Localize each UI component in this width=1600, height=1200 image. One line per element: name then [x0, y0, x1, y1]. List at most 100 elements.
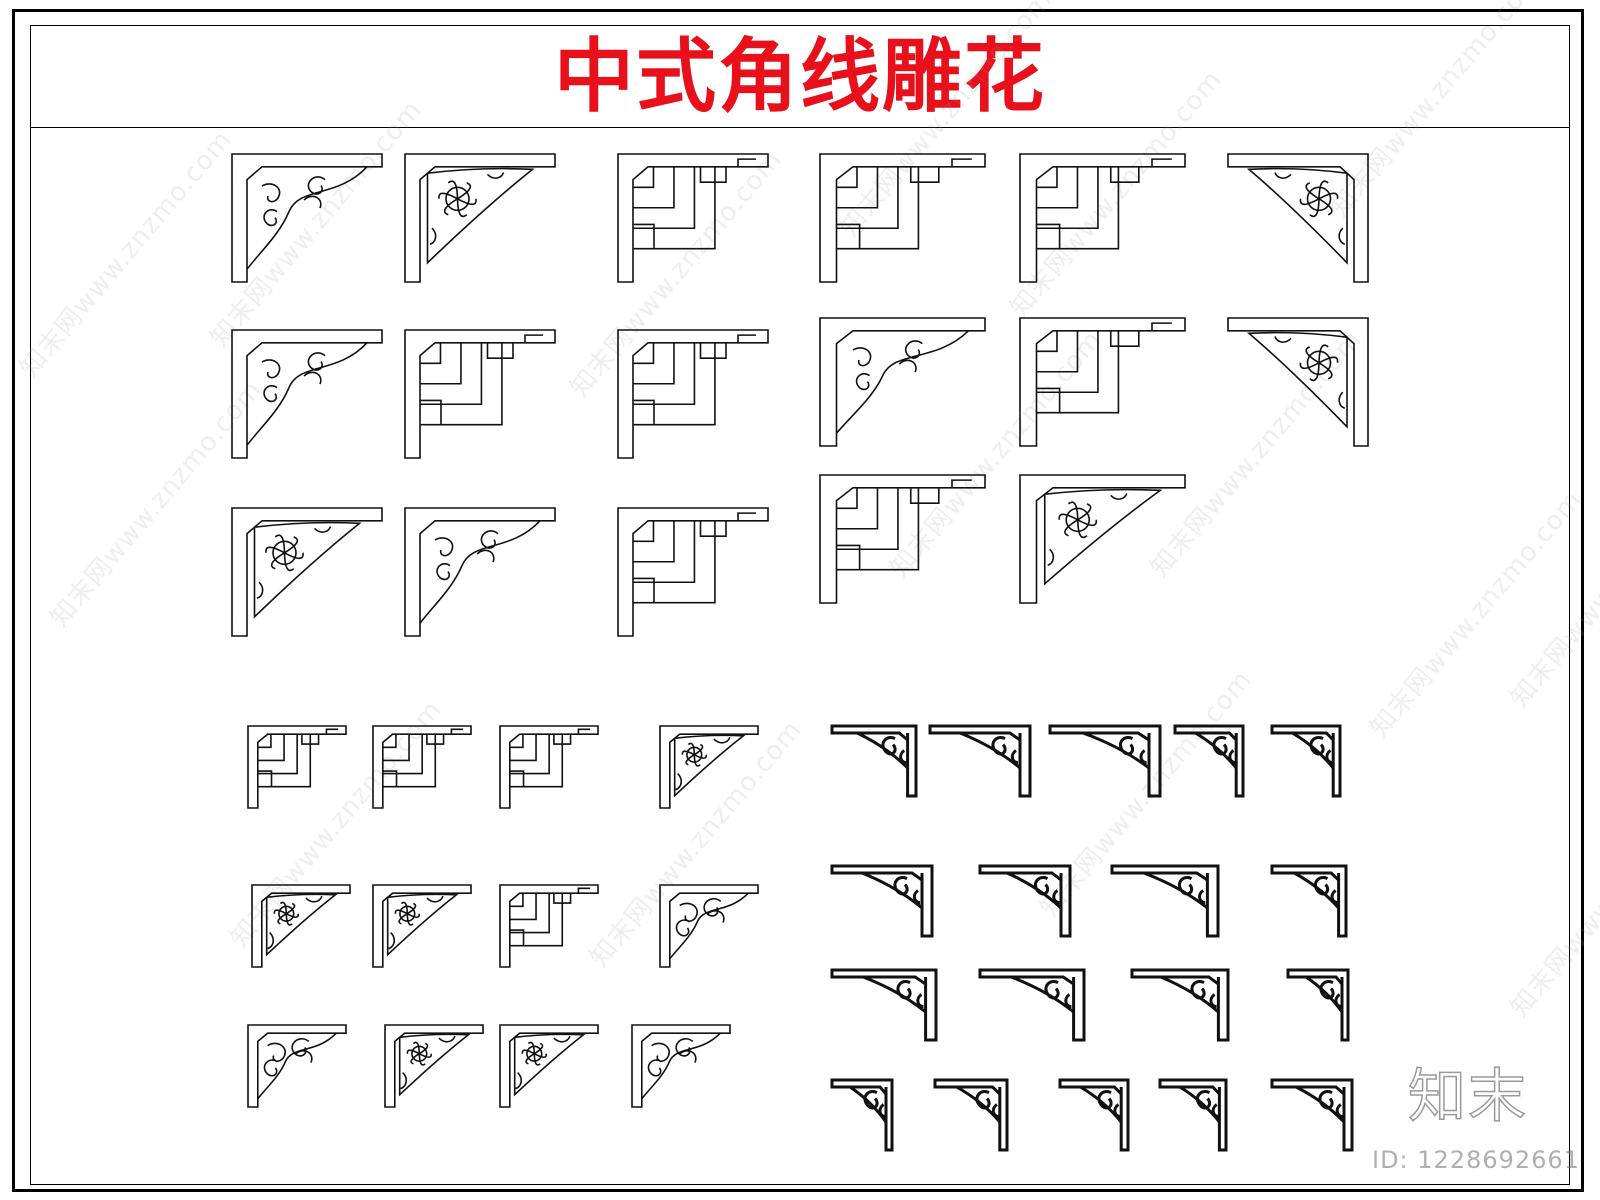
corner-ornament-small-right-6	[830, 864, 934, 938]
corner-ornament-small-left-10	[384, 1024, 484, 1108]
ornament-outline	[1019, 153, 1186, 283]
ornament-outline	[978, 864, 1072, 938]
corner-ornament-small-left-8	[659, 884, 759, 968]
title-divider	[30, 127, 1570, 128]
corner-ornament-large-17	[1019, 474, 1186, 604]
ornament-outline	[819, 317, 986, 447]
ornament-outline	[251, 884, 351, 968]
ornament-outline	[617, 153, 769, 283]
ornament-outline	[499, 725, 599, 809]
corner-ornament-small-left-2	[372, 725, 472, 809]
ornament-outline	[933, 1078, 1009, 1152]
corner-ornament-small-right-1	[830, 724, 918, 798]
corner-ornament-large-11	[1019, 317, 1186, 447]
corner-ornament-small-right-4	[1173, 724, 1245, 798]
corner-ornament-small-right-18	[1270, 1078, 1354, 1152]
corner-ornament-large-16	[819, 474, 986, 604]
ornament-outline	[830, 864, 934, 938]
corner-ornament-small-left-9	[247, 1024, 347, 1108]
ornament-outline	[830, 968, 938, 1042]
ornament-outline	[1110, 864, 1220, 938]
ornament-outline	[384, 1024, 484, 1108]
corner-ornament-small-left-4	[659, 725, 759, 809]
ornament-outline	[1019, 317, 1186, 447]
corner-ornament-large-7	[231, 329, 383, 459]
ornament-outline	[1048, 724, 1162, 798]
corner-ornament-small-left-3	[499, 725, 599, 809]
ornament-outline	[1058, 1078, 1130, 1152]
ornament-outline	[830, 1078, 894, 1152]
ornament-outline	[231, 329, 383, 459]
corner-ornament-small-right-2	[928, 724, 1032, 798]
corner-ornament-small-right-14	[830, 1078, 894, 1152]
ornament-outline	[659, 884, 759, 968]
ornament-outline	[1227, 153, 1369, 283]
ornament-outline	[1270, 724, 1342, 798]
corner-ornament-large-1	[231, 153, 383, 283]
corner-ornament-large-8	[404, 329, 556, 459]
ornament-outline	[499, 884, 599, 968]
ornament-outline	[1270, 864, 1348, 938]
ornament-outline	[499, 1024, 599, 1108]
corner-ornament-small-right-7	[978, 864, 1072, 938]
corner-ornament-small-right-10	[830, 968, 938, 1042]
corner-ornament-small-left-11	[499, 1024, 599, 1108]
image-id: ID: 1228692661	[1372, 1146, 1580, 1174]
ornament-outline	[247, 725, 347, 809]
corner-ornament-small-right-16	[1058, 1078, 1130, 1152]
ornament-outline	[819, 153, 986, 283]
corner-ornament-small-left-7	[499, 884, 599, 968]
corner-ornament-small-left-12	[631, 1024, 731, 1108]
ornament-outline	[830, 724, 918, 798]
corner-ornament-small-right-12	[1130, 968, 1230, 1042]
ornament-outline	[659, 725, 759, 809]
corner-ornament-large-15	[617, 507, 769, 637]
corner-ornament-large-10	[819, 317, 986, 447]
corner-ornament-large-9	[617, 329, 769, 459]
ornament-outline	[1270, 1078, 1354, 1152]
corner-ornament-large-3	[617, 153, 769, 283]
ornament-outline	[1286, 968, 1350, 1042]
ornament-outline	[1130, 968, 1230, 1042]
corner-ornament-small-right-3	[1048, 724, 1162, 798]
ornament-outline	[928, 724, 1032, 798]
ornament-outline	[617, 507, 769, 637]
ornament-outline	[372, 725, 472, 809]
corner-ornament-small-left-1	[247, 725, 347, 809]
corner-ornament-small-right-5	[1270, 724, 1342, 798]
ornament-outline	[1158, 1078, 1228, 1152]
ornament-outline	[978, 968, 1086, 1042]
corner-ornament-small-right-15	[933, 1078, 1009, 1152]
ornament-outline	[231, 507, 383, 637]
corner-ornament-large-5	[1019, 153, 1186, 283]
corner-ornament-large-13	[231, 507, 383, 637]
corner-ornament-large-14	[404, 507, 556, 637]
corner-ornament-small-right-9	[1270, 864, 1348, 938]
ornament-outline	[631, 1024, 731, 1108]
ornament-outline	[231, 153, 383, 283]
corner-ornament-small-right-13	[1286, 968, 1350, 1042]
page-title: 中式角线雕花	[554, 30, 1046, 123]
ornament-outline	[404, 507, 556, 637]
corner-ornament-small-left-5	[251, 884, 351, 968]
corner-ornament-small-right-8	[1110, 864, 1220, 938]
corner-ornament-large-12	[1227, 317, 1369, 447]
inner-frame	[30, 25, 1570, 1185]
ornament-outline	[404, 329, 556, 459]
corner-ornament-large-6	[1227, 153, 1369, 283]
corner-ornament-small-right-11	[978, 968, 1086, 1042]
outer-frame	[12, 9, 1584, 1192]
corner-ornament-large-4	[819, 153, 986, 283]
ornament-outline	[1173, 724, 1245, 798]
ornament-outline	[1019, 474, 1186, 604]
brand-logo: 知末	[1407, 1062, 1529, 1130]
corner-ornament-large-2	[404, 153, 556, 283]
corner-ornament-small-right-17	[1158, 1078, 1228, 1152]
corner-ornament-small-left-6	[372, 884, 472, 968]
ornament-outline	[1227, 317, 1369, 447]
ornament-outline	[819, 474, 986, 604]
ornament-outline	[404, 153, 556, 283]
ornament-outline	[617, 329, 769, 459]
ornament-outline	[372, 884, 472, 968]
